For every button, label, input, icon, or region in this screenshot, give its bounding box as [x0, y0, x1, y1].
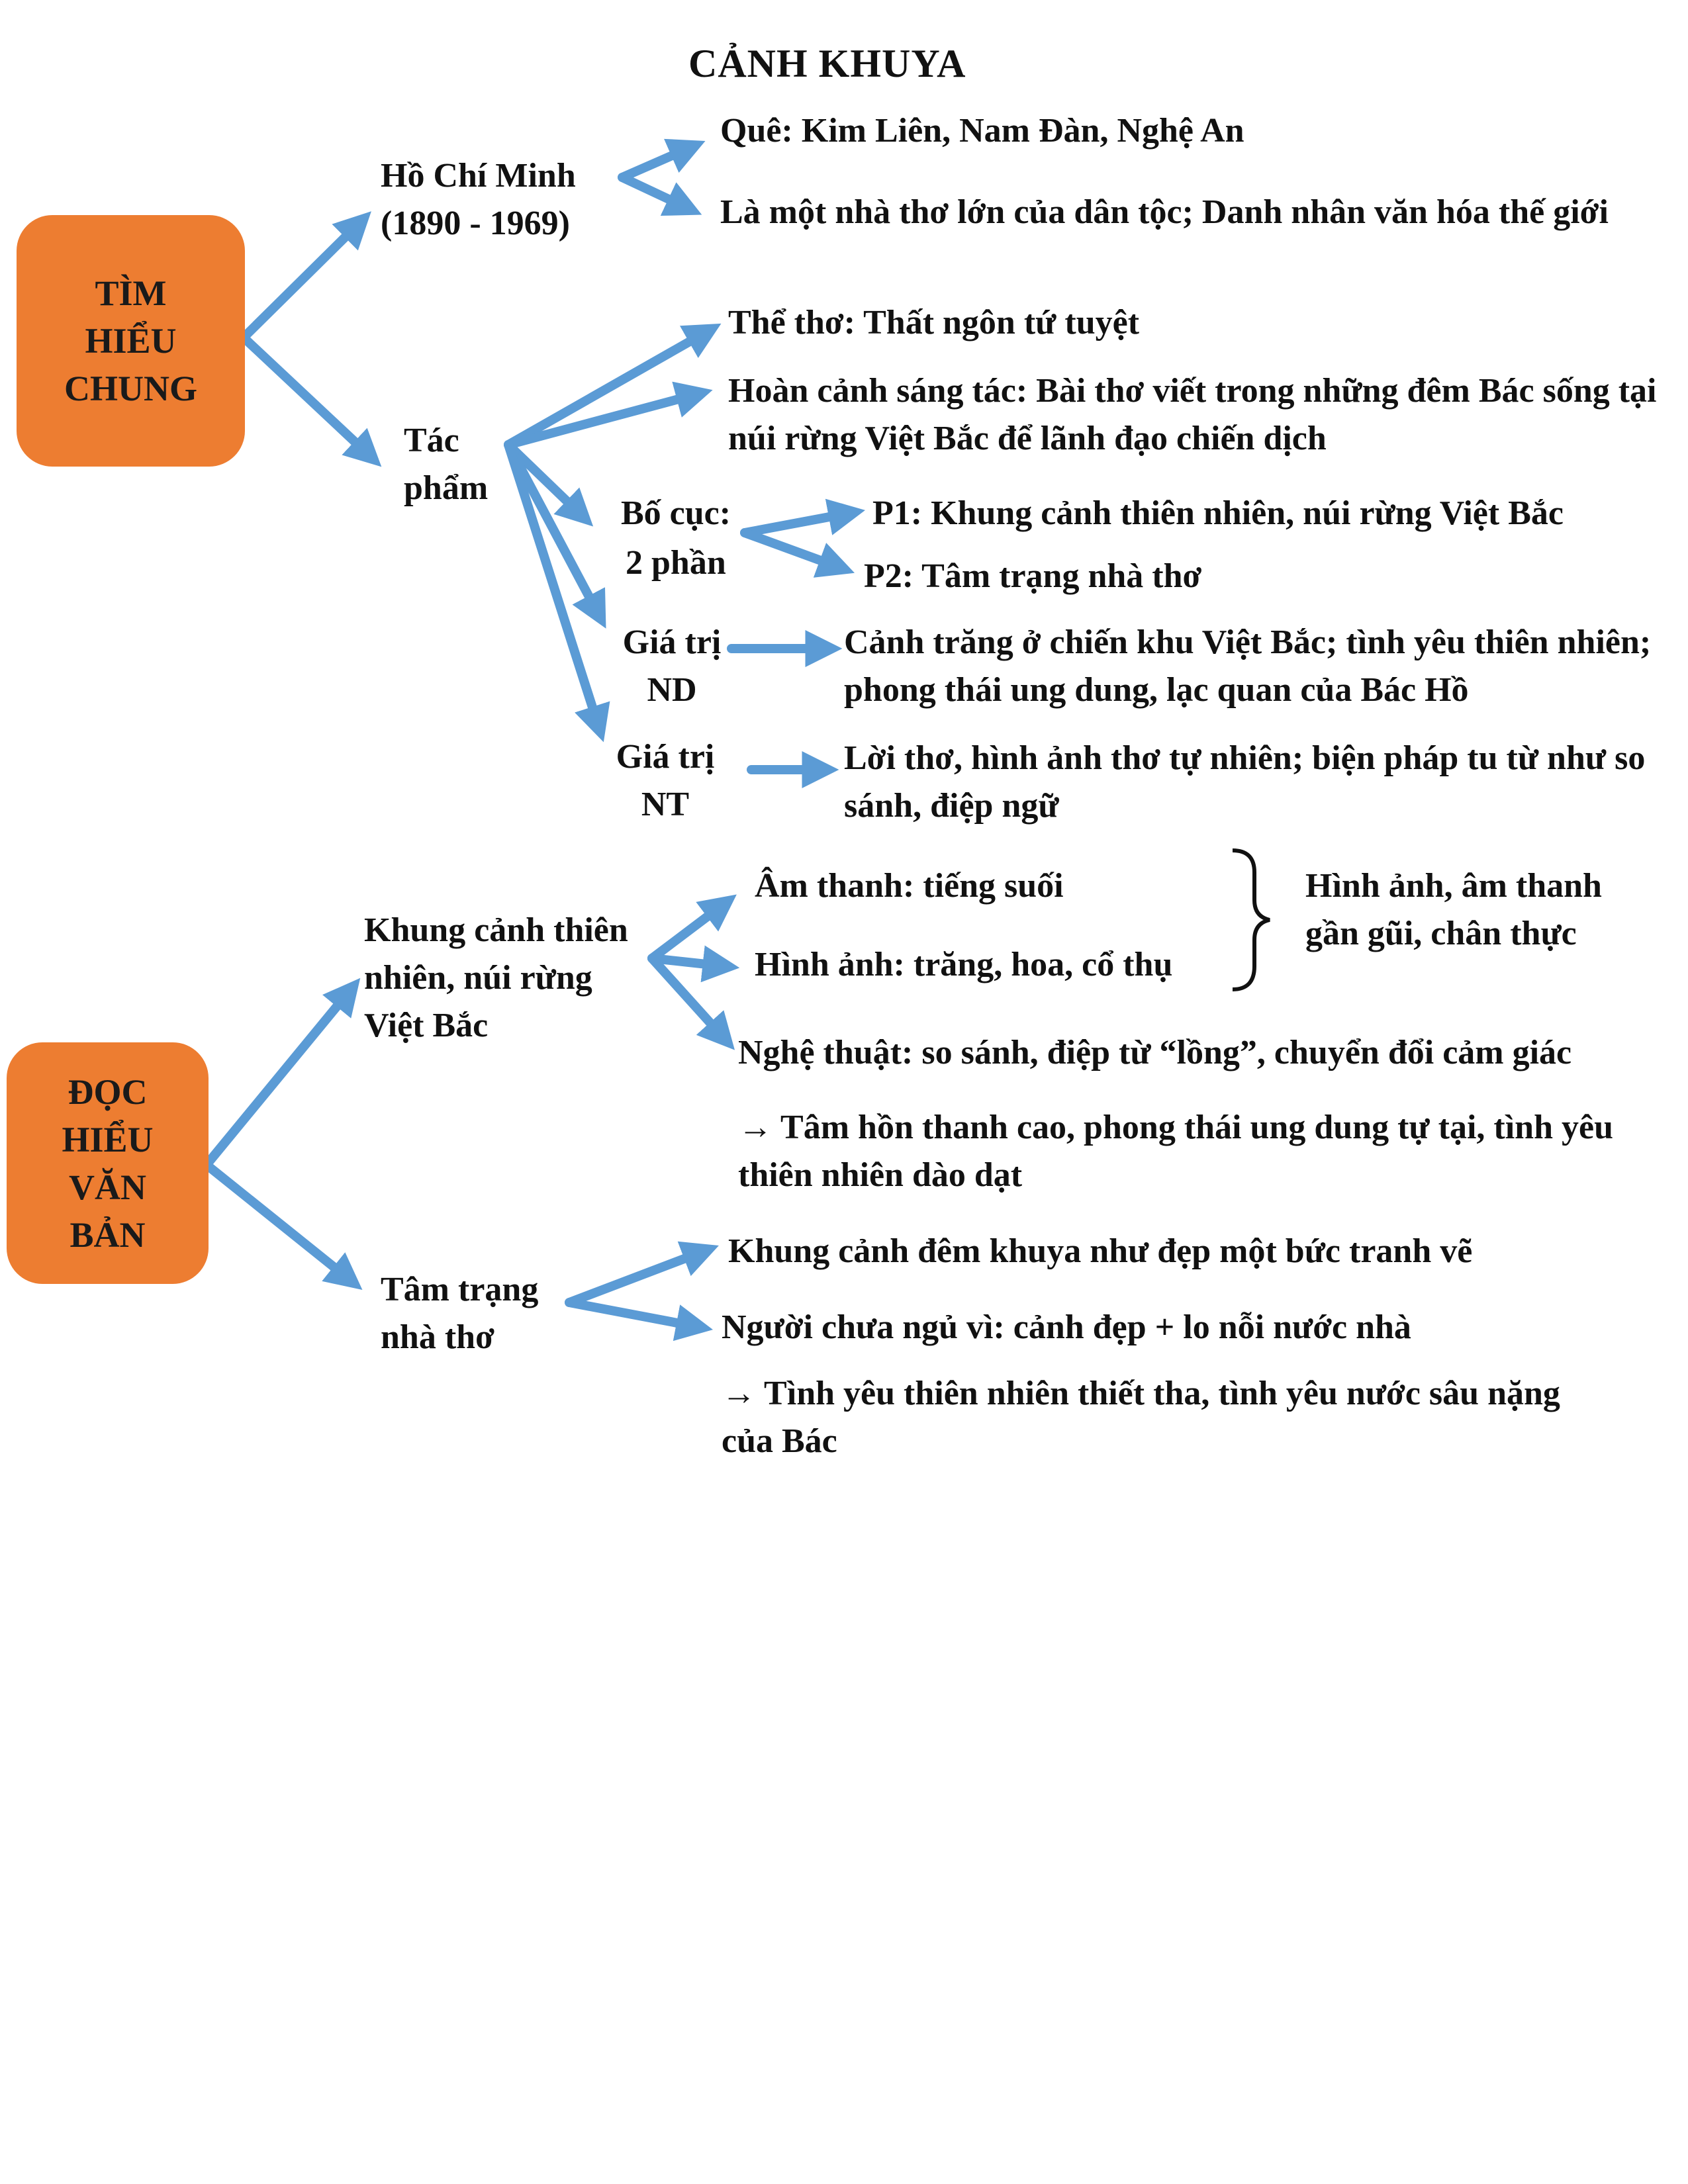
mood-label-line2: nhà thơ — [381, 1318, 494, 1356]
arrow-to-structure — [504, 440, 594, 527]
work-label-line2: phẩm — [404, 469, 489, 507]
author-years: (1890 - 1969) — [381, 205, 570, 242]
scene-brace-note: Hình ảnh, âm thanh gần gũi, chân thực — [1305, 867, 1602, 952]
work-form: Thể thơ: Thất ngôn tứ tuyệt — [728, 304, 1140, 341]
art-value-text: Lời thơ, hình ảnh thơ tự nhiên; biện phá… — [844, 739, 1646, 825]
arrow-to-sound — [647, 894, 737, 963]
mood-scene-text: Khung cảnh đêm khuya như đẹp một bức tra… — [728, 1232, 1473, 1270]
arrow-to-mood — [202, 1160, 363, 1291]
author-description: Là một nhà thơ lớn của dân tộc; Danh nhâ… — [720, 193, 1609, 231]
mood-conclusion: → Tình yêu thiên nhiên thiết tha, tình y… — [722, 1375, 1560, 1460]
arrow-to-work — [239, 333, 382, 467]
arrow-to-image — [647, 945, 740, 983]
work-context: Hoàn cảnh sáng tác: Bài thơ viết trong n… — [728, 372, 1657, 457]
right-brace — [1232, 848, 1270, 991]
arrow-to-form — [504, 323, 722, 449]
section-box-general: TÌM HIỂU CHUNG — [17, 215, 245, 467]
arrow-to-context — [504, 381, 713, 449]
arrow-to-p1 — [740, 498, 866, 537]
page-title: CẢNH KHUYA — [688, 42, 966, 85]
section-box-general-label: TÌM HIỂU CHUNG — [64, 273, 197, 408]
mood-sleepless: Người chưa ngủ vì: cảnh đẹp + lo nỗi nướ… — [722, 1308, 1411, 1346]
arrow-to-p2 — [740, 528, 855, 578]
art-value-label-line2: NT — [641, 786, 690, 823]
content-value-text: Cảnh trăng ở chiến khu Việt Bắc; tình yê… — [844, 623, 1652, 709]
structure-label-line2: 2 phần — [626, 544, 726, 582]
arrow-to-art-value — [504, 440, 610, 743]
scene-image: Hình ảnh: trăng, hoa, cổ thụ — [755, 946, 1173, 983]
scene-conclusion: → Tâm hồn thanh cao, phong thái ung dung… — [738, 1109, 1613, 1194]
scene-label: Khung cảnh thiên nhiên, núi rừng Việt Bắ… — [364, 911, 628, 1044]
structure-p2: P2: Tâm trạng nhà thơ — [864, 557, 1202, 595]
arrow-to-author — [239, 211, 371, 342]
work-label-line1: Tác — [404, 422, 459, 459]
section-box-reading-label: ĐỌC HIỂU VĂN BẢN — [62, 1071, 154, 1255]
scene-art: Nghệ thuật: so sánh, điệp từ “lồng”, chu… — [738, 1034, 1572, 1071]
arrow-to-scene-art — [647, 954, 735, 1050]
mood-label-line1: Tâm trạng — [381, 1271, 539, 1308]
scene-sound: Âm thanh: tiếng suối — [755, 867, 1064, 905]
author-hometown: Quê: Kim Liên, Nam Đàn, Nghệ An — [720, 112, 1244, 150]
structure-label-line1: Bố cục: — [621, 494, 731, 532]
arrow-to-hometown — [618, 138, 706, 182]
arrow-to-scene — [202, 978, 361, 1169]
author-name: Hồ Chí Minh — [381, 157, 576, 195]
content-value-label-line2: ND — [647, 671, 697, 709]
arrow-to-description — [618, 173, 702, 216]
arrow-to-content-value — [504, 440, 606, 629]
arrow-to-mood-sleepless — [565, 1298, 714, 1342]
content-value-label-line1: Giá trị — [622, 623, 722, 661]
structure-p1: P1: Khung cảnh thiên nhiên, núi rừng Việ… — [872, 494, 1564, 532]
arrow-to-mood-scene — [565, 1241, 719, 1307]
section-box-reading: ĐỌC HIỂU VĂN BẢN — [7, 1042, 209, 1284]
art-value-label-line1: Giá trị — [616, 738, 715, 776]
